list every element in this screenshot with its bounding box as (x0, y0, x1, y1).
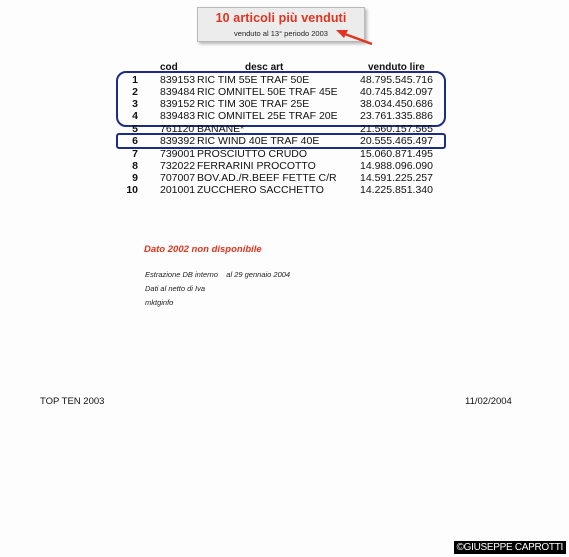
sales-value: 14.591.225.257 (360, 172, 433, 184)
footer-date: 11/02/2004 (465, 396, 512, 407)
description: RIC OMNITEL 25E TRAF 20E (197, 110, 338, 122)
code: 707007 (160, 172, 196, 184)
code: 732022 (160, 160, 196, 172)
table-row: 7 739001 PROSCIUTTO CRUDO 15.060.871.495 (0, 148, 569, 160)
report-title: 10 articoli più venduti (215, 11, 347, 25)
code: 761120 (160, 123, 195, 135)
rank: 4 (132, 110, 138, 122)
description: PROSCIUTTO CRUDO (197, 148, 308, 160)
sales-value: 14.988.096.090 (360, 160, 433, 172)
highlight-top4-box (116, 71, 446, 127)
table-row: 2 839484 RIC OMNITEL 50E TRAF 45E 40.745… (0, 86, 569, 98)
rank: 7 (132, 148, 138, 160)
table-row: 5 761120 BANANE* 21.560.157.565 (0, 123, 569, 135)
header-value: venduto lire (368, 62, 425, 73)
rank: 2 (132, 86, 138, 98)
code: 839484 (160, 86, 196, 98)
highlight-row6-box (116, 133, 446, 149)
description: FERRARINI PROCOTTO (197, 160, 316, 172)
description: ZUCCHERO SACCHETTO (197, 184, 324, 196)
vat-note: Dati al netto di Iva (145, 284, 206, 293)
table-row: 10 201001 ZUCCHERO SACCHETTO 14.225.851.… (0, 184, 569, 196)
description: BANANE* (197, 123, 245, 135)
description: BOV.AD./R.BEEF FETTE C/R (197, 172, 337, 184)
data-unavailable-note: Dato 2002 non disponibile (144, 244, 262, 255)
header-cod: cod (160, 62, 178, 73)
description: RIC OMNITEL 50E TRAF 45E (197, 86, 338, 98)
description: RIC TIM 55E TRAF 50E (197, 74, 310, 86)
code: 839483 (160, 110, 196, 122)
table-row: 1 839153 RIC TIM 55E TRAF 50E 48.795.545… (0, 74, 569, 86)
table-row: 3 839152 RIC TIM 30E TRAF 25E 38.034.450… (0, 98, 569, 110)
sales-value: 38.034.450.686 (360, 98, 433, 110)
extraction-note: Estrazione DB interno al 29 gennaio 2004 (145, 270, 291, 279)
code: 201001 (160, 184, 196, 196)
sales-value: 20.555.465.497 (360, 135, 433, 147)
rank: 1 (132, 74, 138, 86)
code: 839153 (160, 74, 196, 86)
table-row: 9 707007 BOV.AD./R.BEEF FETTE C/R 14.591… (0, 172, 569, 184)
table-row: 6 839392 RIC WIND 40E TRAF 40E 20.555.46… (0, 135, 569, 147)
rank: 6 (132, 135, 138, 147)
photo-credit: ©GIUSEPPE CAPROTTI (453, 541, 566, 554)
table-row: 8 732022 FERRARINI PROCOTTO 14.988.096.0… (0, 160, 569, 172)
sales-value: 14.225.851.340 (360, 184, 433, 196)
description: RIC TIM 30E TRAF 25E (197, 98, 310, 110)
header-desc: desc art (245, 62, 284, 73)
rank: 9 (132, 172, 138, 184)
description: RIC WIND 40E TRAF 40E (197, 135, 320, 147)
sales-value: 15.060.871.495 (360, 148, 433, 160)
code: 839152 (160, 98, 196, 110)
sales-value: 21.560.157.565 (360, 123, 433, 135)
rank: 10 (126, 184, 138, 196)
sales-value: 23.761.335.886 (360, 110, 433, 122)
sales-value: 48.795.545.716 (360, 74, 433, 86)
rank: 5 (132, 123, 138, 135)
source-note: mktginfo (145, 298, 174, 307)
report-subtitle: venduto al 13° periodo 2003 (234, 29, 328, 38)
sales-value: 40.745.842.097 (360, 86, 433, 98)
rank: 8 (132, 160, 138, 172)
code: 839392 (160, 135, 196, 147)
code: 739001 (160, 148, 196, 160)
rank: 3 (132, 98, 138, 110)
title-box: 10 articoli più venduti venduto al 13° p… (197, 7, 365, 42)
footer-title: TOP TEN 2003 (40, 396, 105, 407)
table-row: 4 839483 RIC OMNITEL 25E TRAF 20E 23.761… (0, 110, 569, 122)
